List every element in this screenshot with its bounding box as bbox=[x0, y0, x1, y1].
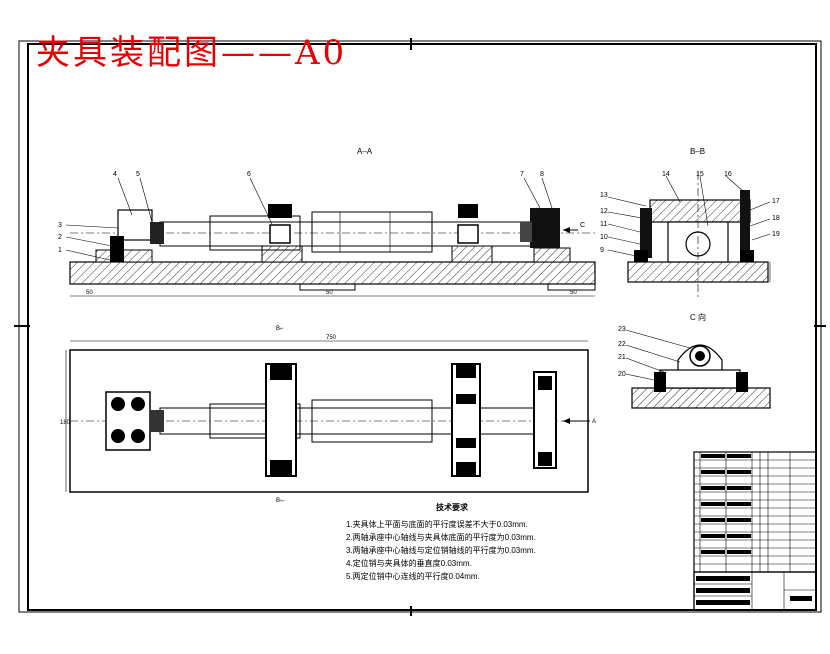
callout-20: 20 bbox=[618, 371, 626, 378]
arrow-a-label: A bbox=[592, 419, 596, 425]
section-aa-label: A–A bbox=[357, 147, 373, 156]
callout-15: 15 bbox=[696, 171, 704, 178]
note-2: 2.两轴承座中心轴线与夹具体底面的平行度为0.03mm. bbox=[346, 533, 536, 542]
title-block bbox=[693, 451, 817, 611]
dim-750: 750 bbox=[326, 335, 337, 341]
callout-2: 2 bbox=[58, 234, 62, 241]
technical-notes: 1.夹具体上平面与底面的平行度误差不大于0.03mm. 2.两轴承座中心轴线与夹… bbox=[346, 518, 536, 583]
callout-21: 21 bbox=[618, 354, 626, 361]
note-1: 1.夹具体上平面与底面的平行度误差不大于0.03mm. bbox=[346, 520, 528, 529]
callout-4: 4 bbox=[113, 171, 117, 178]
callout-1: 1 bbox=[58, 247, 62, 254]
callout-12: 12 bbox=[600, 208, 608, 215]
callout-7: 7 bbox=[520, 171, 524, 178]
centering-marks bbox=[14, 38, 826, 616]
callouts-bb bbox=[607, 175, 771, 257]
view-c: C 向 bbox=[631, 312, 771, 409]
dim-180: 180 bbox=[60, 420, 71, 426]
dim-50-right: 50 bbox=[570, 290, 577, 296]
title-block-fill bbox=[696, 454, 812, 605]
note-3: 3.两轴承座中心轴线与定位销轴线的平行度为0.03mm. bbox=[346, 546, 536, 555]
dim-50-mid: 50 bbox=[326, 290, 333, 296]
callout-8: 8 bbox=[540, 171, 544, 178]
callout-9: 9 bbox=[600, 247, 604, 254]
callouts-aa bbox=[65, 177, 553, 261]
callout-11: 11 bbox=[600, 221, 607, 228]
callout-17: 17 bbox=[772, 198, 780, 205]
section-b-bottom: B⌙ bbox=[276, 498, 285, 504]
callout-23: 23 bbox=[618, 326, 626, 333]
view-c-label: C 向 bbox=[690, 312, 706, 322]
callout-19: 19 bbox=[772, 231, 780, 238]
callout-13: 13 bbox=[600, 192, 608, 199]
callout-6: 6 bbox=[247, 171, 251, 178]
section-bb-label: B–B bbox=[690, 147, 705, 156]
section-b-top: B⌐ bbox=[276, 326, 284, 332]
callouts-c bbox=[625, 329, 691, 381]
base-plate bbox=[69, 261, 596, 285]
callout-10: 10 bbox=[600, 234, 608, 241]
callout-14: 14 bbox=[662, 171, 670, 178]
arrow-c-label: C bbox=[580, 222, 585, 229]
section-bb-view: B–B bbox=[627, 147, 771, 300]
notes-heading: 技术要求 bbox=[436, 503, 468, 512]
note-4: 4.定位销与夹具体的垂直度0.03mm. bbox=[346, 559, 472, 568]
callout-22: 22 bbox=[618, 341, 626, 348]
top-view: 750 B⌐ B⌙ 180 A bbox=[60, 326, 596, 504]
callout-16: 16 bbox=[724, 171, 732, 178]
drawing-title: 夹具装配图——A0 bbox=[36, 33, 348, 73]
callout-3: 3 bbox=[58, 222, 62, 229]
callout-18: 18 bbox=[772, 215, 780, 222]
section-aa-view: A–A C 50 50 50 bbox=[69, 147, 596, 297]
callout-5: 5 bbox=[136, 171, 140, 178]
dim-50-left: 50 bbox=[86, 290, 93, 296]
note-5: 5.两定位销中心连线的平行度0.04mm. bbox=[346, 572, 480, 581]
